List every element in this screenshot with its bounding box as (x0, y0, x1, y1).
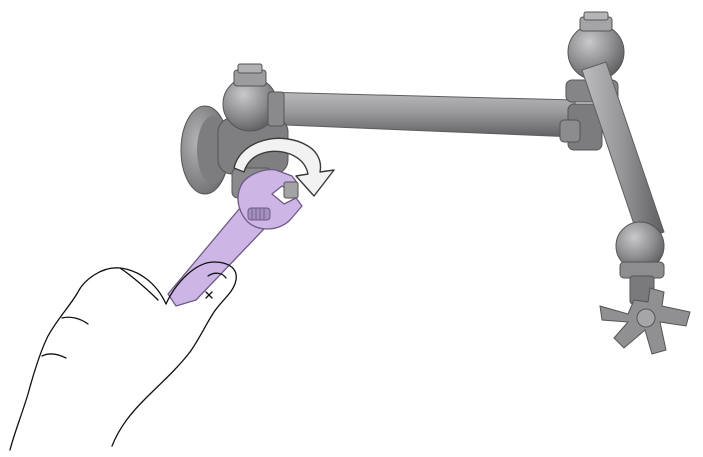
horizontal-arm (262, 92, 575, 137)
diagonal-arm (582, 62, 664, 242)
fitting-nut (284, 182, 298, 198)
worm-screw (248, 208, 270, 220)
